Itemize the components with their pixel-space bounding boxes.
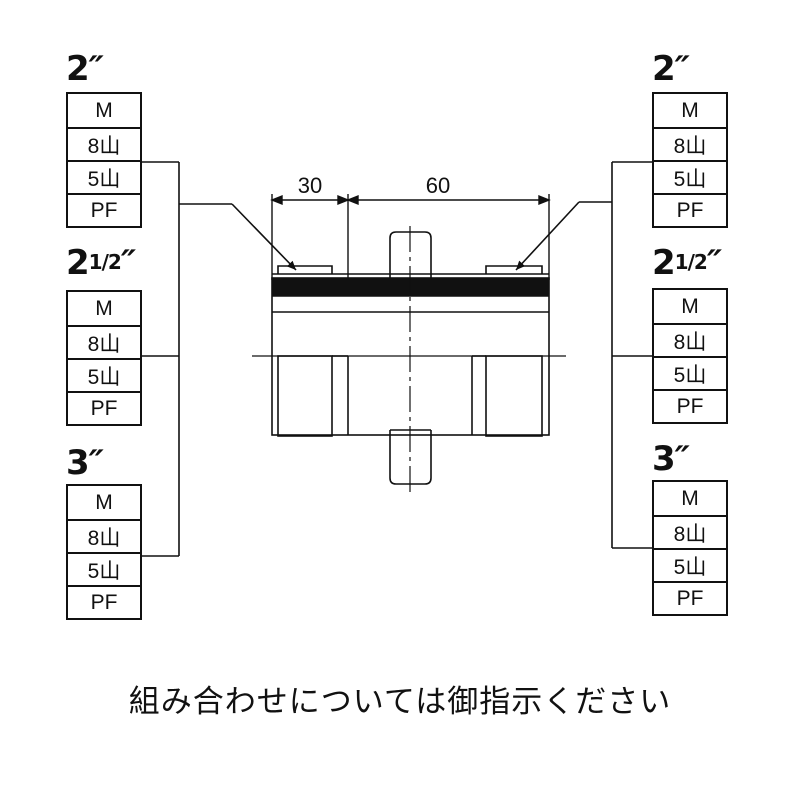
option-m[interactable]: M: [681, 486, 699, 510]
option-pf[interactable]: PF: [68, 391, 140, 424]
option-8-thread[interactable]: 8山: [654, 323, 726, 356]
option-5-thread[interactable]: 5山: [654, 548, 726, 581]
option-m[interactable]: M: [681, 98, 699, 122]
option-pf[interactable]: PF: [68, 193, 140, 226]
dimension-label-left: 30: [298, 173, 322, 198]
option-5-thread[interactable]: 5山: [68, 160, 140, 193]
left-size-label-2in: 2″: [66, 49, 104, 89]
left-options-2-1-2in: M 8山 5山 PF: [66, 290, 142, 426]
option-8-thread[interactable]: 8山: [654, 515, 726, 548]
instruction-caption: 組み合わせについては御指示ください: [128, 684, 672, 720]
left-options-3in: M 8山 5山 PF: [66, 484, 142, 620]
option-m[interactable]: M: [681, 294, 699, 318]
option-8-thread[interactable]: 8山: [68, 127, 140, 160]
right-options-3in: M 8山 5山 PF: [652, 480, 728, 616]
center-lines: [252, 226, 566, 492]
right-options-2-1-2in: M 8山 5山 PF: [652, 288, 728, 424]
option-m[interactable]: M: [95, 296, 113, 320]
option-5-thread[interactable]: 5山: [68, 358, 140, 391]
option-8-thread[interactable]: 8山: [68, 325, 140, 358]
option-5-thread[interactable]: 5山: [654, 356, 726, 389]
dimension-lines: [270, 194, 551, 280]
left-options-2in: M 8山 5山 PF: [66, 92, 142, 228]
left-size-label-3in: 3″: [66, 443, 104, 483]
right-size-label-3in: 3″: [652, 439, 690, 479]
option-pf[interactable]: PF: [654, 389, 726, 422]
left-size-label-2-1-2in: 21/2″: [66, 243, 136, 283]
left-leader-lines: [142, 161, 297, 557]
right-size-label-2in: 2″: [652, 49, 690, 89]
option-8-thread[interactable]: 8山: [68, 519, 140, 552]
option-m[interactable]: M: [95, 98, 113, 122]
option-5-thread[interactable]: 5山: [68, 552, 140, 585]
option-pf[interactable]: PF: [654, 193, 726, 226]
option-8-thread[interactable]: 8山: [654, 127, 726, 160]
option-m[interactable]: M: [95, 490, 113, 514]
option-5-thread[interactable]: 5山: [654, 160, 726, 193]
right-options-2in: M 8山 5山 PF: [652, 92, 728, 228]
option-pf[interactable]: PF: [68, 585, 140, 618]
right-leader-lines: [515, 161, 652, 549]
option-pf[interactable]: PF: [654, 581, 726, 614]
right-size-label-2-1-2in: 21/2″: [652, 243, 722, 283]
dimension-label-right: 60: [426, 173, 450, 198]
